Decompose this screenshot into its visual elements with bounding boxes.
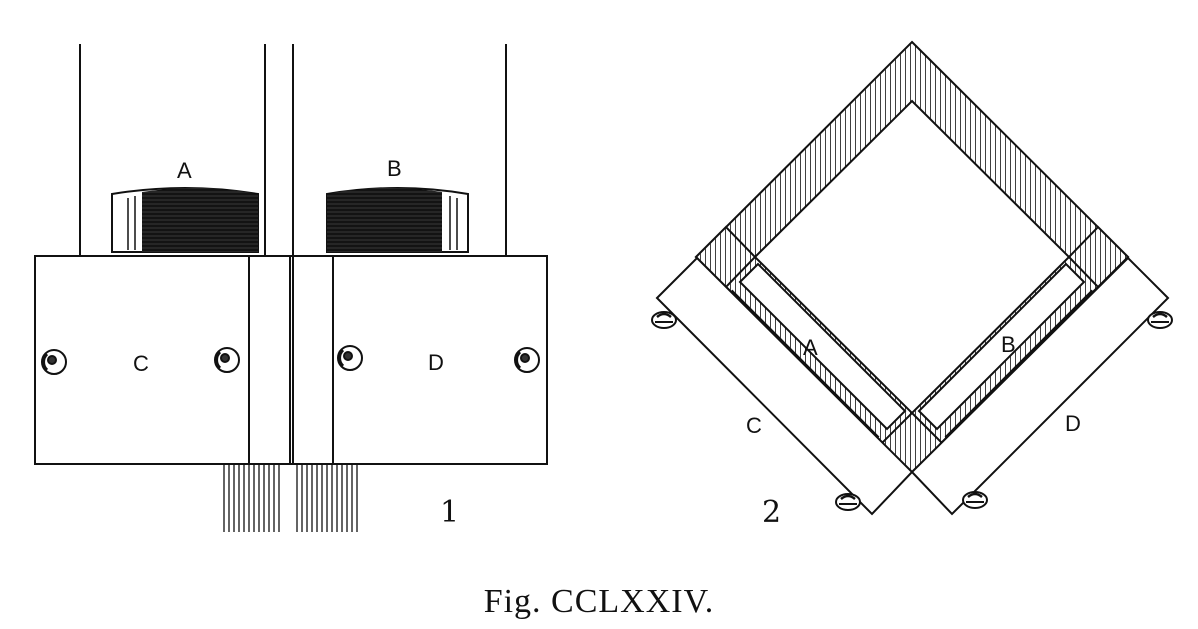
block-c (34, 255, 250, 465)
fig2-label-b: B (1001, 332, 1016, 357)
fig1-number: 1 (440, 495, 459, 530)
fig2-screw-top-right (1146, 310, 1174, 330)
fig1-label-d: D (428, 350, 444, 375)
figure-2 (655, 40, 1170, 516)
fig2-screw-bottom-right (961, 490, 989, 510)
fig1-label-c: C (133, 351, 149, 376)
fig2-label-d: D (1065, 411, 1081, 436)
armature-a (738, 262, 907, 431)
yoke-frame (694, 40, 1130, 474)
fig1-label-a: A (177, 158, 192, 183)
block-d (332, 255, 548, 465)
block-d-2 (910, 256, 1170, 516)
screw-d-left (336, 344, 364, 372)
screw-c-right (213, 346, 241, 374)
fig1-label-b: B (387, 156, 402, 181)
fig2-number: 2 (762, 495, 781, 530)
fig2-label-c: C (746, 413, 762, 438)
pole-a (111, 187, 259, 253)
fig2-screw-top-left (650, 310, 678, 330)
pole-b (326, 187, 469, 253)
wire-bundle-right (296, 464, 358, 532)
screw-c-left (40, 348, 68, 376)
screw-d-right (513, 346, 541, 374)
wire-bundle-left (223, 464, 280, 532)
armature-b (917, 262, 1086, 431)
figure-1 (34, 44, 548, 532)
figure-caption: Fig. CCLXXIV. (484, 583, 715, 620)
fig2-screw-bottom-left (834, 492, 862, 512)
fig2-label-a: A (803, 335, 818, 360)
